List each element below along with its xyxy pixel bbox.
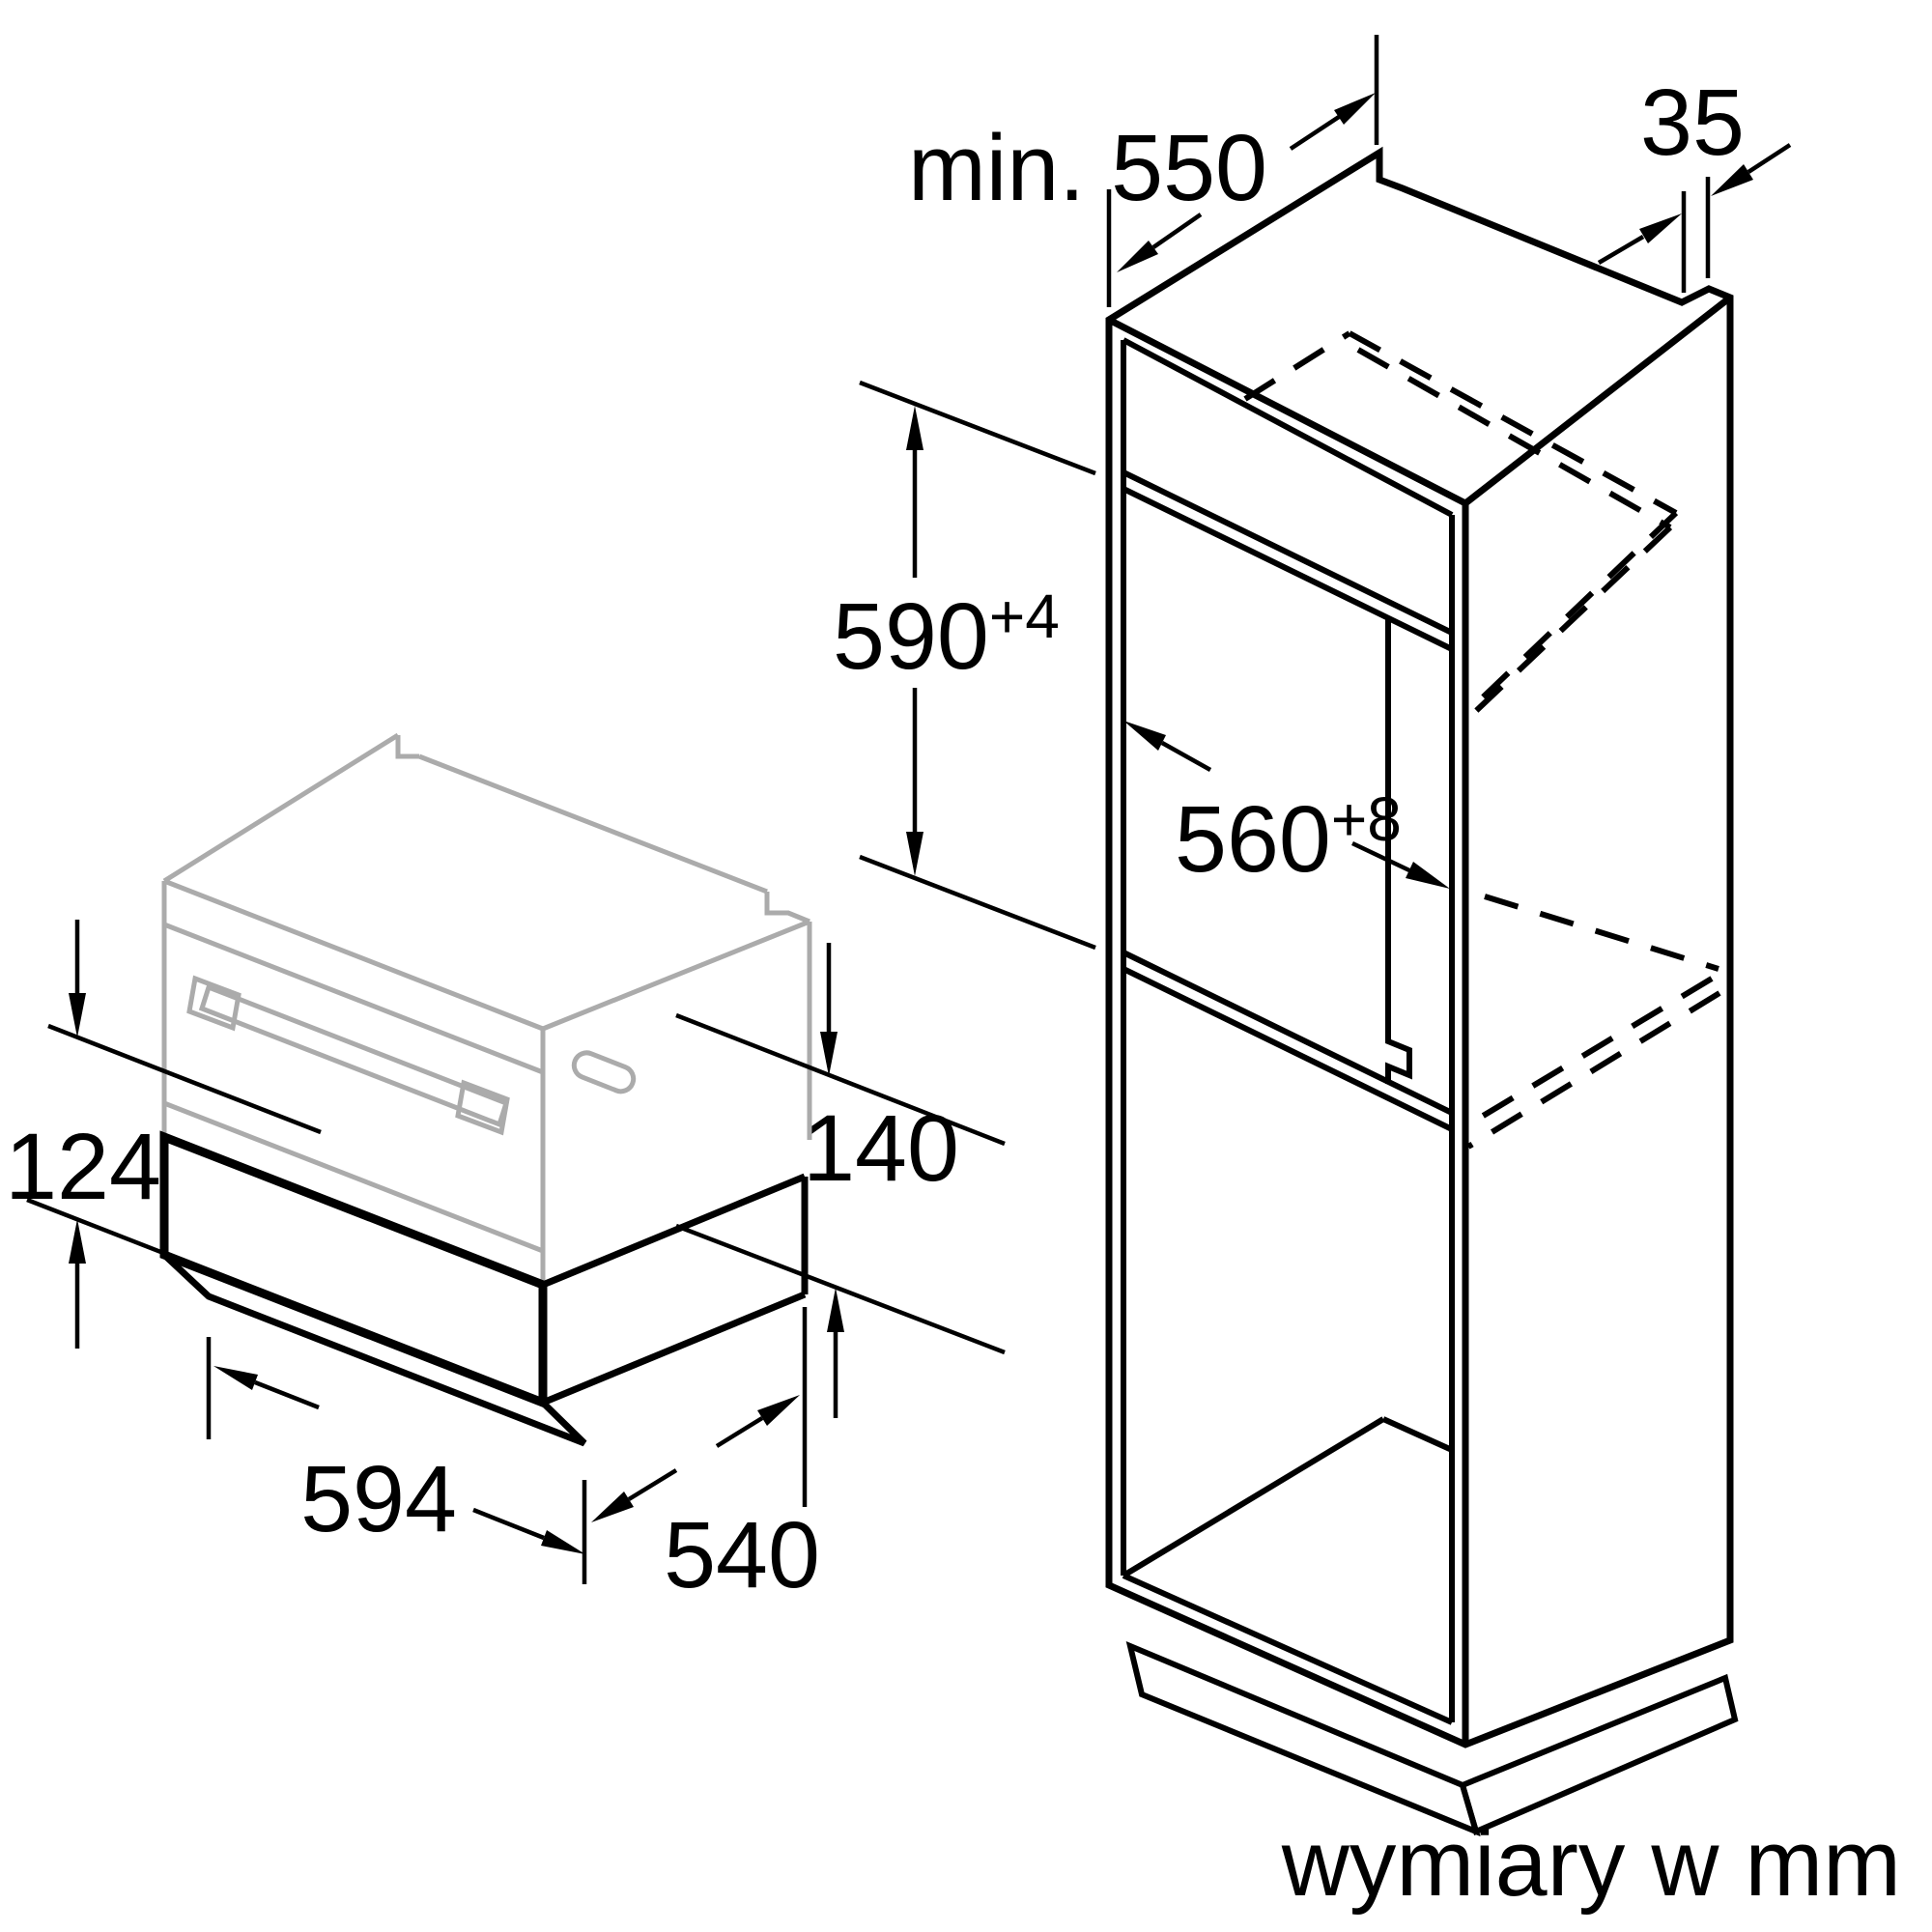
arrowhead: [213, 1366, 258, 1390]
arrowhead: [69, 993, 86, 1037]
arrow-line: [715, 1416, 764, 1448]
lower-floor-back-edge: [1381, 1416, 1454, 1453]
arrowhead: [906, 832, 923, 876]
arrowhead: [827, 1288, 844, 1332]
arrow-line: [1160, 741, 1212, 772]
cabinet-outline: [1105, 146, 1734, 1748]
oven-unit-gray: [161, 732, 812, 1284]
oven-rear-right-notch: [764, 892, 810, 924]
ext-line: [859, 854, 1096, 951]
dim-appliance-height: 140: [675, 943, 1006, 1418]
arrowhead: [1123, 721, 1166, 751]
arrow-line: [627, 1468, 678, 1501]
niche-width-label: 560+8: [1175, 784, 1402, 892]
oven-top-back-edge: [418, 753, 768, 895]
dim-cabinet-depth: min. 550: [908, 35, 1379, 307]
warming-drawer: [159, 1130, 809, 1447]
arrow-line: [472, 1507, 545, 1541]
oven-rear-left-notch: [395, 735, 419, 759]
hidden-upper-back-2: [1356, 347, 1672, 530]
dim-appliance-depth: 540: [591, 1307, 820, 1607]
arrowhead: [820, 1032, 838, 1076]
niche-floor-front-top: [1122, 950, 1454, 1116]
cabinet-depth-label: min. 550: [908, 115, 1267, 220]
dim-niche-height: 590+4: [833, 380, 1096, 951]
hidden-upper-right-2: [1458, 525, 1673, 728]
oven-front-frame-line: [163, 922, 544, 1075]
appliance-height-label: 140: [803, 1095, 959, 1201]
arrow-line: [1151, 213, 1203, 249]
arrowhead: [591, 1492, 634, 1522]
arrow-line: [254, 1379, 320, 1410]
hidden-upper-left: [1243, 330, 1351, 402]
upper-shelf-front-top: [1122, 469, 1454, 636]
dim-front-panel-height: 124: [5, 920, 322, 1349]
hidden-upper-back-1: [1348, 330, 1678, 516]
oven-front-top-edge: [163, 878, 544, 1032]
frame-inner-top: [1122, 337, 1454, 518]
cabinet-front-top-edge: [1107, 316, 1467, 507]
oven-side-grip-icon: [571, 1050, 637, 1094]
niche-rear-corner-line: [1385, 619, 1412, 1084]
oven-handle-bar: [198, 983, 510, 1128]
arrowhead: [1406, 862, 1450, 889]
plinth-side: [1459, 1673, 1739, 1836]
hidden-floor-right-2: [1466, 990, 1721, 1150]
units-note: wymiary w mm: [1281, 1810, 1901, 1916]
dim-niche-width: 560+8: [1123, 721, 1450, 892]
arrow-line: [1597, 235, 1645, 265]
oven-handle-mount-left: [186, 975, 242, 1032]
arrowhead: [1117, 241, 1158, 272]
upper-shelf-front-bottom: [1122, 486, 1454, 652]
appliance-depth-label: 540: [664, 1502, 820, 1607]
drawer-body-top-right: [541, 1173, 807, 1289]
hidden-shelf-edges: [1243, 330, 1721, 1150]
arrowhead: [69, 1219, 86, 1264]
ext-line: [47, 1023, 322, 1135]
arrowhead: [1639, 213, 1682, 243]
arrow-line: [1747, 143, 1792, 174]
tall-cabinet: [1105, 146, 1739, 1837]
drawer-body-bottom-band: [161, 1252, 587, 1447]
rear-gap-label: 35: [1640, 70, 1745, 175]
oven-front-bottom-line: [163, 1100, 544, 1254]
arrow-line: [1289, 115, 1341, 151]
niche-height-label: 590+4: [833, 582, 1060, 689]
front-panel-height-label: 124: [5, 1114, 161, 1219]
oven-right-top-edge: [542, 919, 810, 1032]
oven-handle-mount-right: [455, 1079, 510, 1136]
ext-line: [675, 1012, 1006, 1147]
bottom-compartment-floor-edge: [1122, 1573, 1454, 1725]
niche-floor-front-bottom: [1122, 966, 1454, 1132]
dim-appliance-width: 594: [206, 1337, 587, 1584]
arrow-line: [1351, 840, 1410, 873]
appliance-width-label: 594: [300, 1446, 457, 1551]
dim-rear-gap: 35: [1597, 70, 1792, 293]
arrowhead: [757, 1395, 800, 1426]
hidden-floor-back: [1484, 894, 1719, 972]
cabinet-right-panel-top-edge: [1463, 295, 1733, 506]
ext-line: [675, 1223, 1006, 1355]
drawer-body-bottom-right: [541, 1291, 807, 1406]
oven-top-left-edge: [162, 732, 400, 884]
ext-line: [859, 380, 1096, 476]
arrowhead: [1334, 93, 1376, 125]
hidden-floor-right-1: [1463, 976, 1714, 1129]
arrowhead: [906, 406, 923, 450]
hidden-upper-right-1: [1463, 510, 1679, 717]
lower-floor-left-edge: [1122, 1416, 1385, 1578]
arrowhead: [1711, 164, 1753, 196]
arrowhead: [541, 1530, 585, 1554]
ext-line: [26, 1197, 300, 1309]
